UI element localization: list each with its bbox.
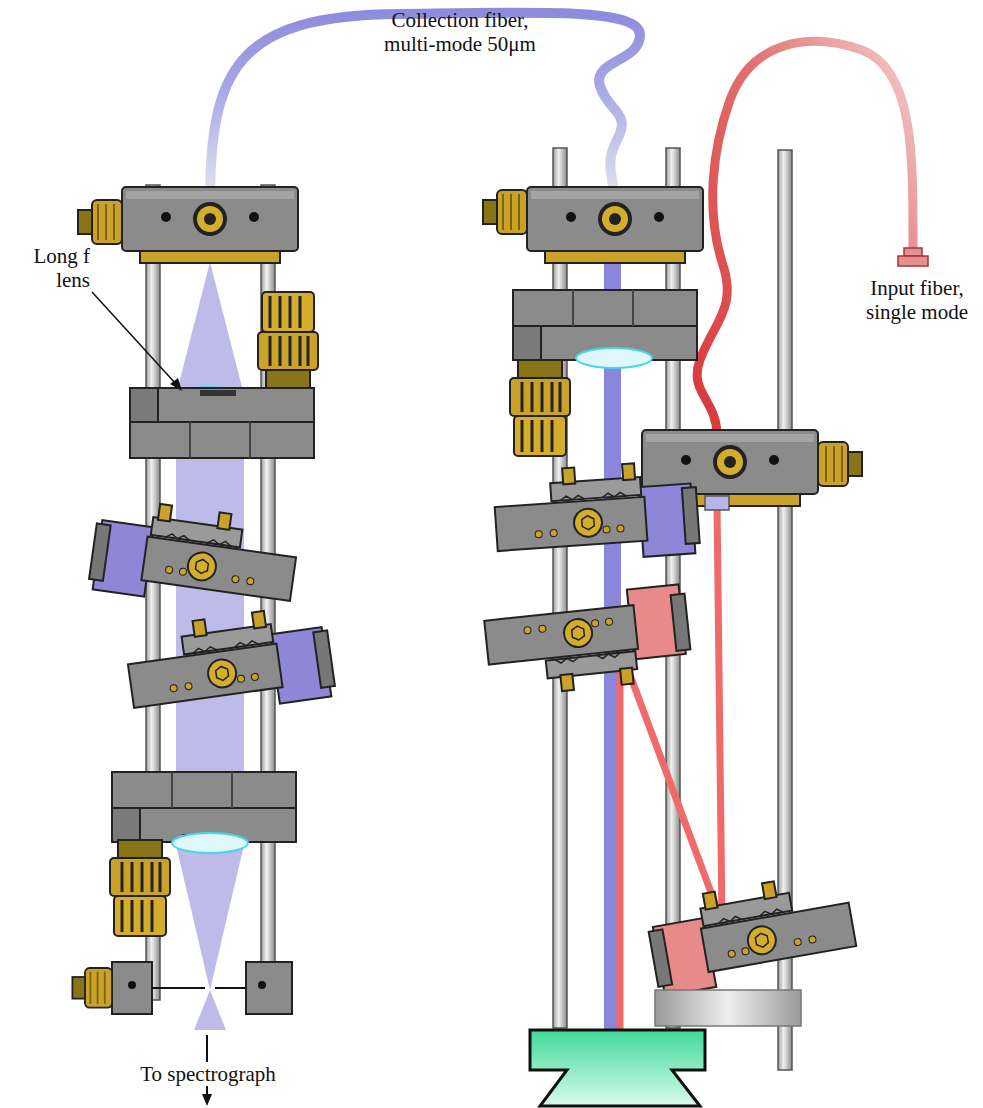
fiber-label: Collection fiber, multi-mode 50μm	[380, 8, 540, 56]
fiber-label: Input fiber, single mode	[858, 276, 976, 324]
lens-label: Long f lens	[4, 244, 90, 292]
label-patch: To spectrograph	[136, 1062, 280, 1086]
output-label: To spectrograph	[120, 1062, 296, 1086]
